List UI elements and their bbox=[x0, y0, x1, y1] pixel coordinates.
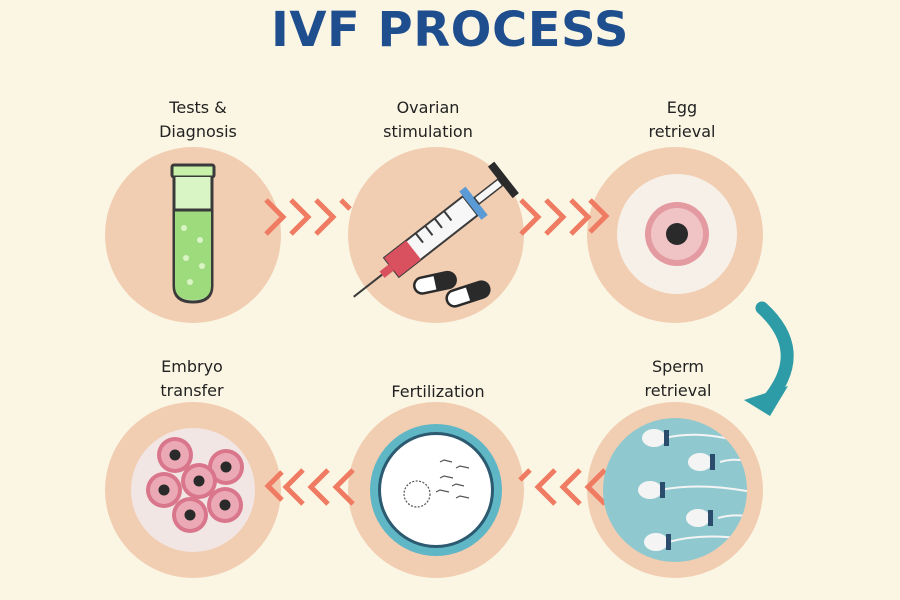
step-label-line2: Fertilization bbox=[391, 382, 485, 401]
pills-icon bbox=[413, 270, 491, 308]
step-label-tests: Tests & Diagnosis bbox=[98, 96, 298, 144]
test-tube-icon bbox=[170, 163, 216, 304]
step-label-line1: Tests & bbox=[169, 98, 227, 117]
step-label-line2: stimulation bbox=[383, 122, 473, 141]
page-title: IVF PROCESS bbox=[271, 2, 629, 58]
chevron-right-icon bbox=[519, 198, 610, 236]
step-label-line2: Diagnosis bbox=[159, 122, 237, 141]
chevron-left-icon bbox=[264, 468, 355, 506]
embryo-cells-icon bbox=[131, 428, 255, 552]
fertilization-dish-icon bbox=[370, 424, 502, 556]
step-label-embryo: Embryo transfer bbox=[92, 355, 292, 403]
syringe-icon bbox=[353, 161, 519, 298]
chevron-left-icon bbox=[518, 468, 607, 506]
step-label-egg: Egg retrieval bbox=[582, 96, 782, 144]
sperm-icon bbox=[603, 418, 747, 562]
egg-icon bbox=[617, 174, 737, 294]
step-label-line1: Embryo bbox=[161, 357, 223, 376]
step-label-line1: Sperm bbox=[651, 357, 705, 376]
step-label-ovarian: Ovarian stimulation bbox=[328, 96, 528, 144]
step-label-line1: Ovarian bbox=[396, 98, 460, 117]
step-label-line1: Egg bbox=[666, 98, 698, 117]
step-label-line2: transfer bbox=[160, 381, 224, 400]
step-label-line2: retrieval bbox=[648, 122, 716, 141]
step-label-line2: retrieval bbox=[644, 381, 712, 400]
step-label-sperm: Sperm retrieval bbox=[578, 355, 778, 403]
step-label-fertilization: Fertilization bbox=[338, 380, 538, 404]
curved-arrow-icon bbox=[744, 301, 794, 416]
chevron-right-icon bbox=[264, 198, 352, 236]
